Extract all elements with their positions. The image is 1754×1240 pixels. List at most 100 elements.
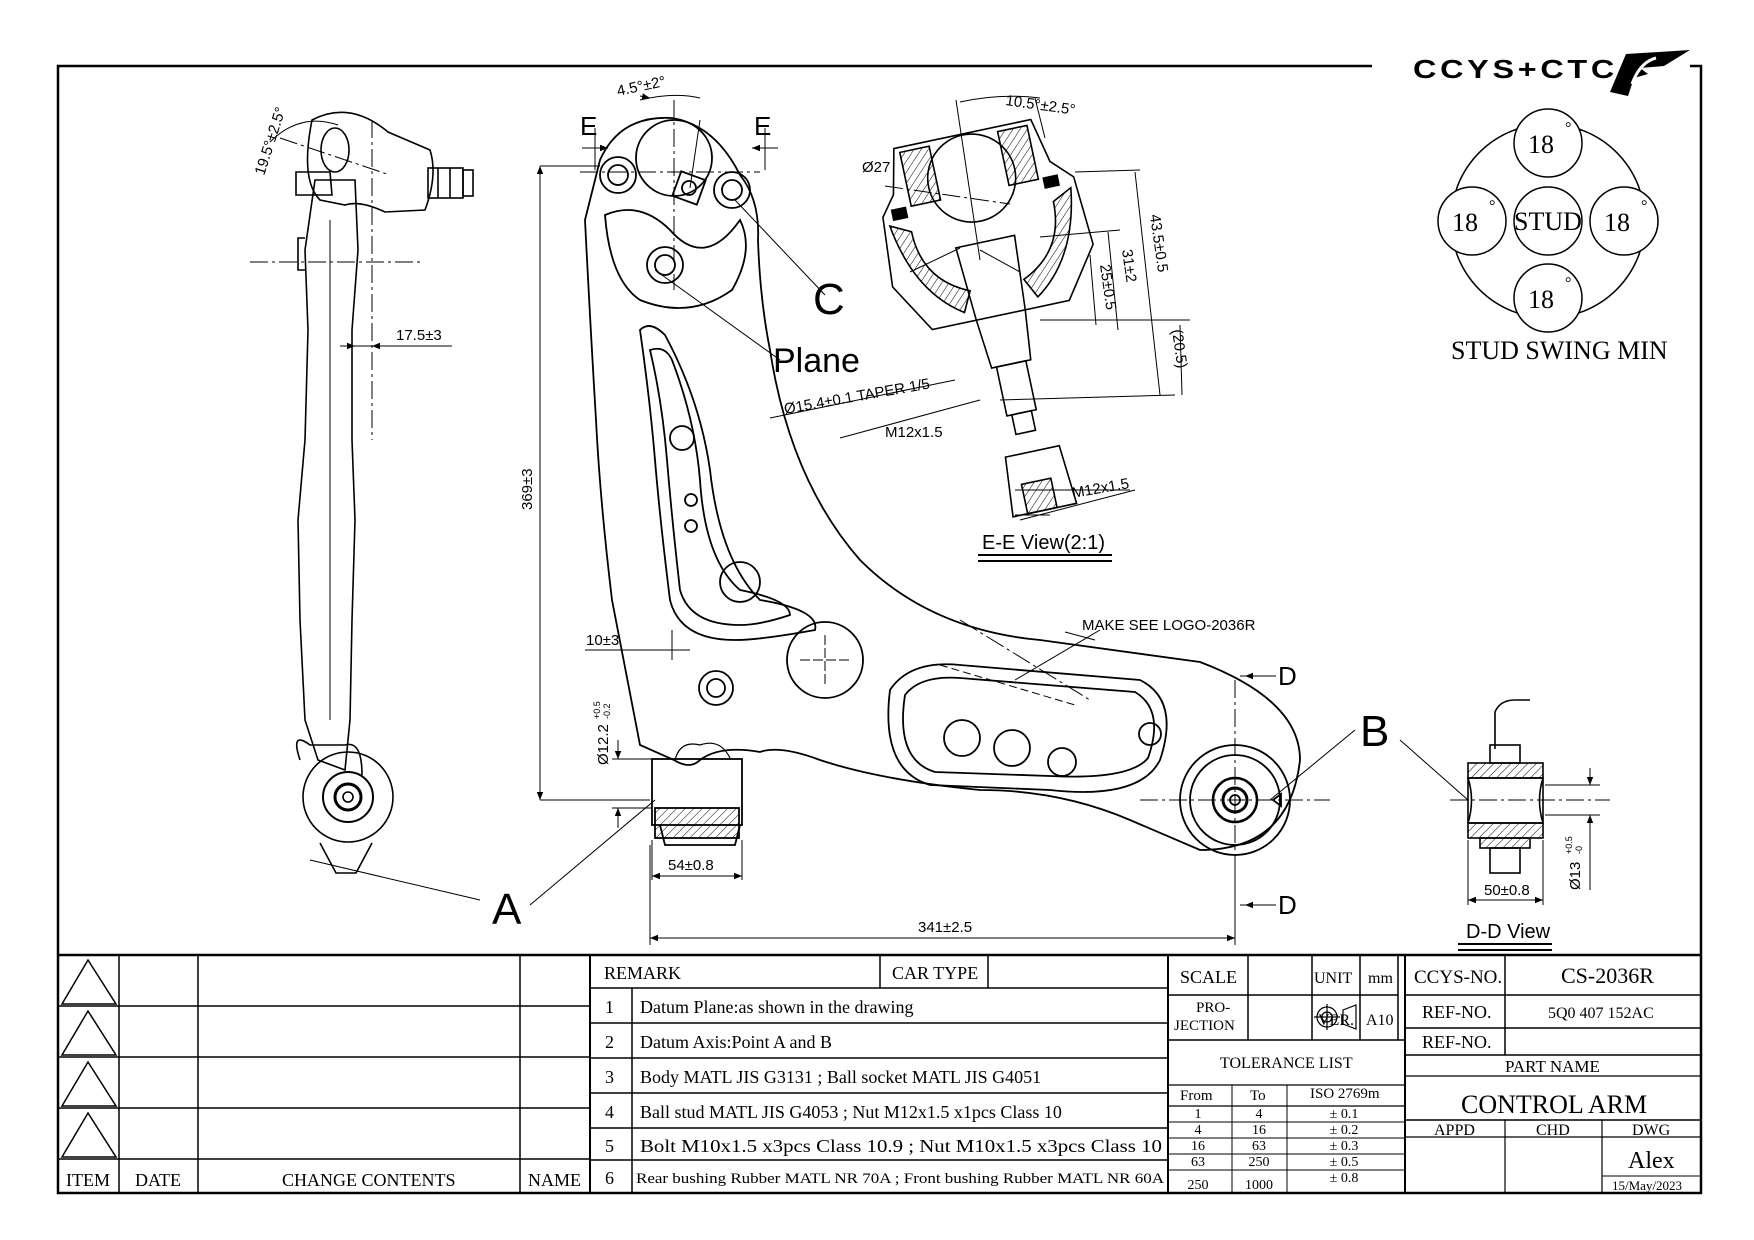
dim-overall-length: 341±2.5 [918, 919, 972, 936]
projection-symbol-icon [1314, 1004, 1357, 1030]
tolerance-row-3-tol: ± 0.3 [1330, 1139, 1359, 1154]
appd-label: APPD [1434, 1122, 1475, 1139]
label-point-a: A [492, 885, 522, 934]
ee-section-dimensions [769, 95, 1190, 562]
dim-front-bushing-tol-plus: +0.5 [592, 701, 602, 719]
drawn-by-value: Alex [1628, 1148, 1675, 1174]
ver-label: VER. [1318, 1012, 1354, 1029]
side-view [295, 111, 474, 874]
remark-title: REMARK [604, 963, 681, 983]
rev-header-date: DATE [135, 1170, 181, 1190]
dim-offset-10: 10±3 [586, 632, 619, 649]
stud-swing-top-circle [1513, 108, 1583, 178]
revision-triangle-icon [60, 1111, 118, 1158]
stud-swing-right-circle [1589, 186, 1659, 256]
remark-text-4: Ball stud MATL JIS G4053 ; Nut M12x1.5 x… [640, 1102, 1062, 1122]
ee-ball [926, 133, 1017, 223]
dim-dd-dia: Ø13 [1567, 862, 1584, 890]
car-type-label: CAR TYPE [892, 963, 978, 983]
dim-side-angle: 19.5°±2.5° [252, 105, 290, 177]
remark-text-1: Datum Plane:as shown in the drawing [640, 997, 913, 1017]
stud-swing-value-right: 18 [1604, 208, 1630, 237]
unit-value: mm [1368, 970, 1393, 987]
main-plan-dimensions [529, 93, 1356, 945]
rev-header-name: NAME [528, 1170, 581, 1190]
dim-dd-tol-minus: -0 [1574, 846, 1584, 854]
side-view-dimensions [250, 120, 481, 901]
side-rear-bushing-inner [333, 782, 363, 812]
tolerance-row-5-from: 250 [1188, 1178, 1209, 1193]
remark-text-5: Bolt M10x1.5 x3pcs Class 10.9 ; Nut M10x… [640, 1136, 1162, 1156]
section-e-right: E [754, 111, 771, 141]
section-d-top: D [1278, 661, 1297, 691]
tolerance-row-4-from: 63 [1191, 1155, 1205, 1170]
tolerance-row-2-to: 16 [1252, 1123, 1266, 1138]
remark-text-2: Datum Axis:Point A and B [640, 1032, 832, 1052]
part-name-value: CONTROL ARM [1461, 1090, 1647, 1119]
projection-label-1: PRO- [1196, 1000, 1230, 1016]
dd-section-view [1467, 699, 1544, 874]
tolerance-row-5-tol: ± 0.8 [1330, 1171, 1359, 1186]
dwg-label: DWG [1632, 1122, 1671, 1139]
tolerance-row-2-tol: ± 0.2 [1330, 1123, 1359, 1138]
tolerance-row-1-tol: ± 0.1 [1330, 1107, 1359, 1122]
dim-25: 25±0.5 [1096, 263, 1119, 311]
projection-label-2: JECTION [1174, 1018, 1235, 1034]
stud-swing-value-top: 18 [1528, 130, 1554, 159]
revision-triangle-icon [60, 1009, 118, 1056]
dim-thread-1: M12x1.5 [885, 424, 943, 441]
company-logo: CCYS+CTC [1413, 50, 1690, 96]
stud-swing-value-bottom: 18 [1528, 285, 1554, 314]
ref-no-label-1: REF-NO. [1422, 1002, 1492, 1022]
dim-front-bushing-width: 54±0.8 [668, 857, 714, 874]
sheet-border [56, 64, 1703, 1195]
ref-no-value-1: 5Q0 407 152AC [1548, 1005, 1654, 1022]
dim-ball-dia: Ø27 [862, 159, 890, 176]
ee-section-view [882, 118, 1094, 518]
tolerance-header-iso: ISO 2769m [1310, 1086, 1380, 1102]
tolerance-row-5-to: 1000 [1245, 1178, 1273, 1193]
revision-triangle-icon [60, 958, 118, 1005]
ccys-no-value: CS-2036R [1561, 963, 1654, 988]
dim-20: (20.5) [1168, 328, 1190, 369]
remark-no-2: 2 [605, 1032, 614, 1052]
remark-no-3: 3 [605, 1067, 614, 1087]
control-arm-outline [584, 116, 1301, 851]
ref-no-label-2: REF-NO. [1422, 1032, 1492, 1052]
stud-swing-value-left: 18 [1452, 208, 1478, 237]
dim-height: 369±3 [519, 468, 536, 510]
main-plan-view [584, 116, 1301, 856]
dim-front-bushing-tol-minus: -0.2 [602, 703, 612, 719]
remark-text-6: Rear bushing Rubber MATL NR 70A ; Front … [636, 1171, 1164, 1187]
unit-label: UNIT [1314, 970, 1352, 987]
dim-dd-width: 50±0.8 [1484, 882, 1530, 899]
remark-no-4: 4 [605, 1102, 614, 1122]
tolerance-row-1-to: 4 [1256, 1107, 1263, 1122]
dim-side-offset: 17.5±3 [396, 327, 442, 344]
remark-text-3: Body MATL JIS G3131 ; Ball socket MATL J… [640, 1067, 1041, 1087]
stud-swing-unit-right: ° [1641, 198, 1647, 215]
stud-swing-caption: STUD SWING MIN [1451, 336, 1668, 365]
tolerance-row-4-to: 250 [1249, 1155, 1270, 1170]
tolerance-row-3-from: 16 [1191, 1139, 1205, 1154]
revision-triangle-icon [60, 1060, 118, 1107]
label-point-c: C [813, 275, 845, 324]
tolerance-header-from: From [1180, 1088, 1213, 1104]
dim-dd-tol-plus: +0.5 [1564, 836, 1574, 854]
logo-text: CCYS+CTC [1413, 54, 1618, 84]
label-point-b: B [1360, 707, 1389, 756]
dim-ee-angle: 10.5°±2.5° [1004, 92, 1076, 119]
tolerance-row-3-to: 63 [1252, 1139, 1266, 1154]
side-rear-bushing-ring [322, 771, 374, 823]
dim-31: 31±2 [1118, 248, 1139, 283]
rev-header-item: ITEM [66, 1170, 110, 1190]
scale-label: SCALE [1180, 967, 1237, 987]
dim-thread-2: M12x1.5 [1071, 475, 1131, 502]
title-block-grid [58, 953, 1701, 1193]
tolerance-row-2-from: 4 [1195, 1123, 1202, 1138]
ver-value: A10 [1366, 1012, 1394, 1029]
dd-section-dimensions [1399, 739, 1610, 951]
stud-swing-unit-bottom: ° [1565, 275, 1571, 292]
stud-swing-center-circle [1513, 186, 1583, 256]
